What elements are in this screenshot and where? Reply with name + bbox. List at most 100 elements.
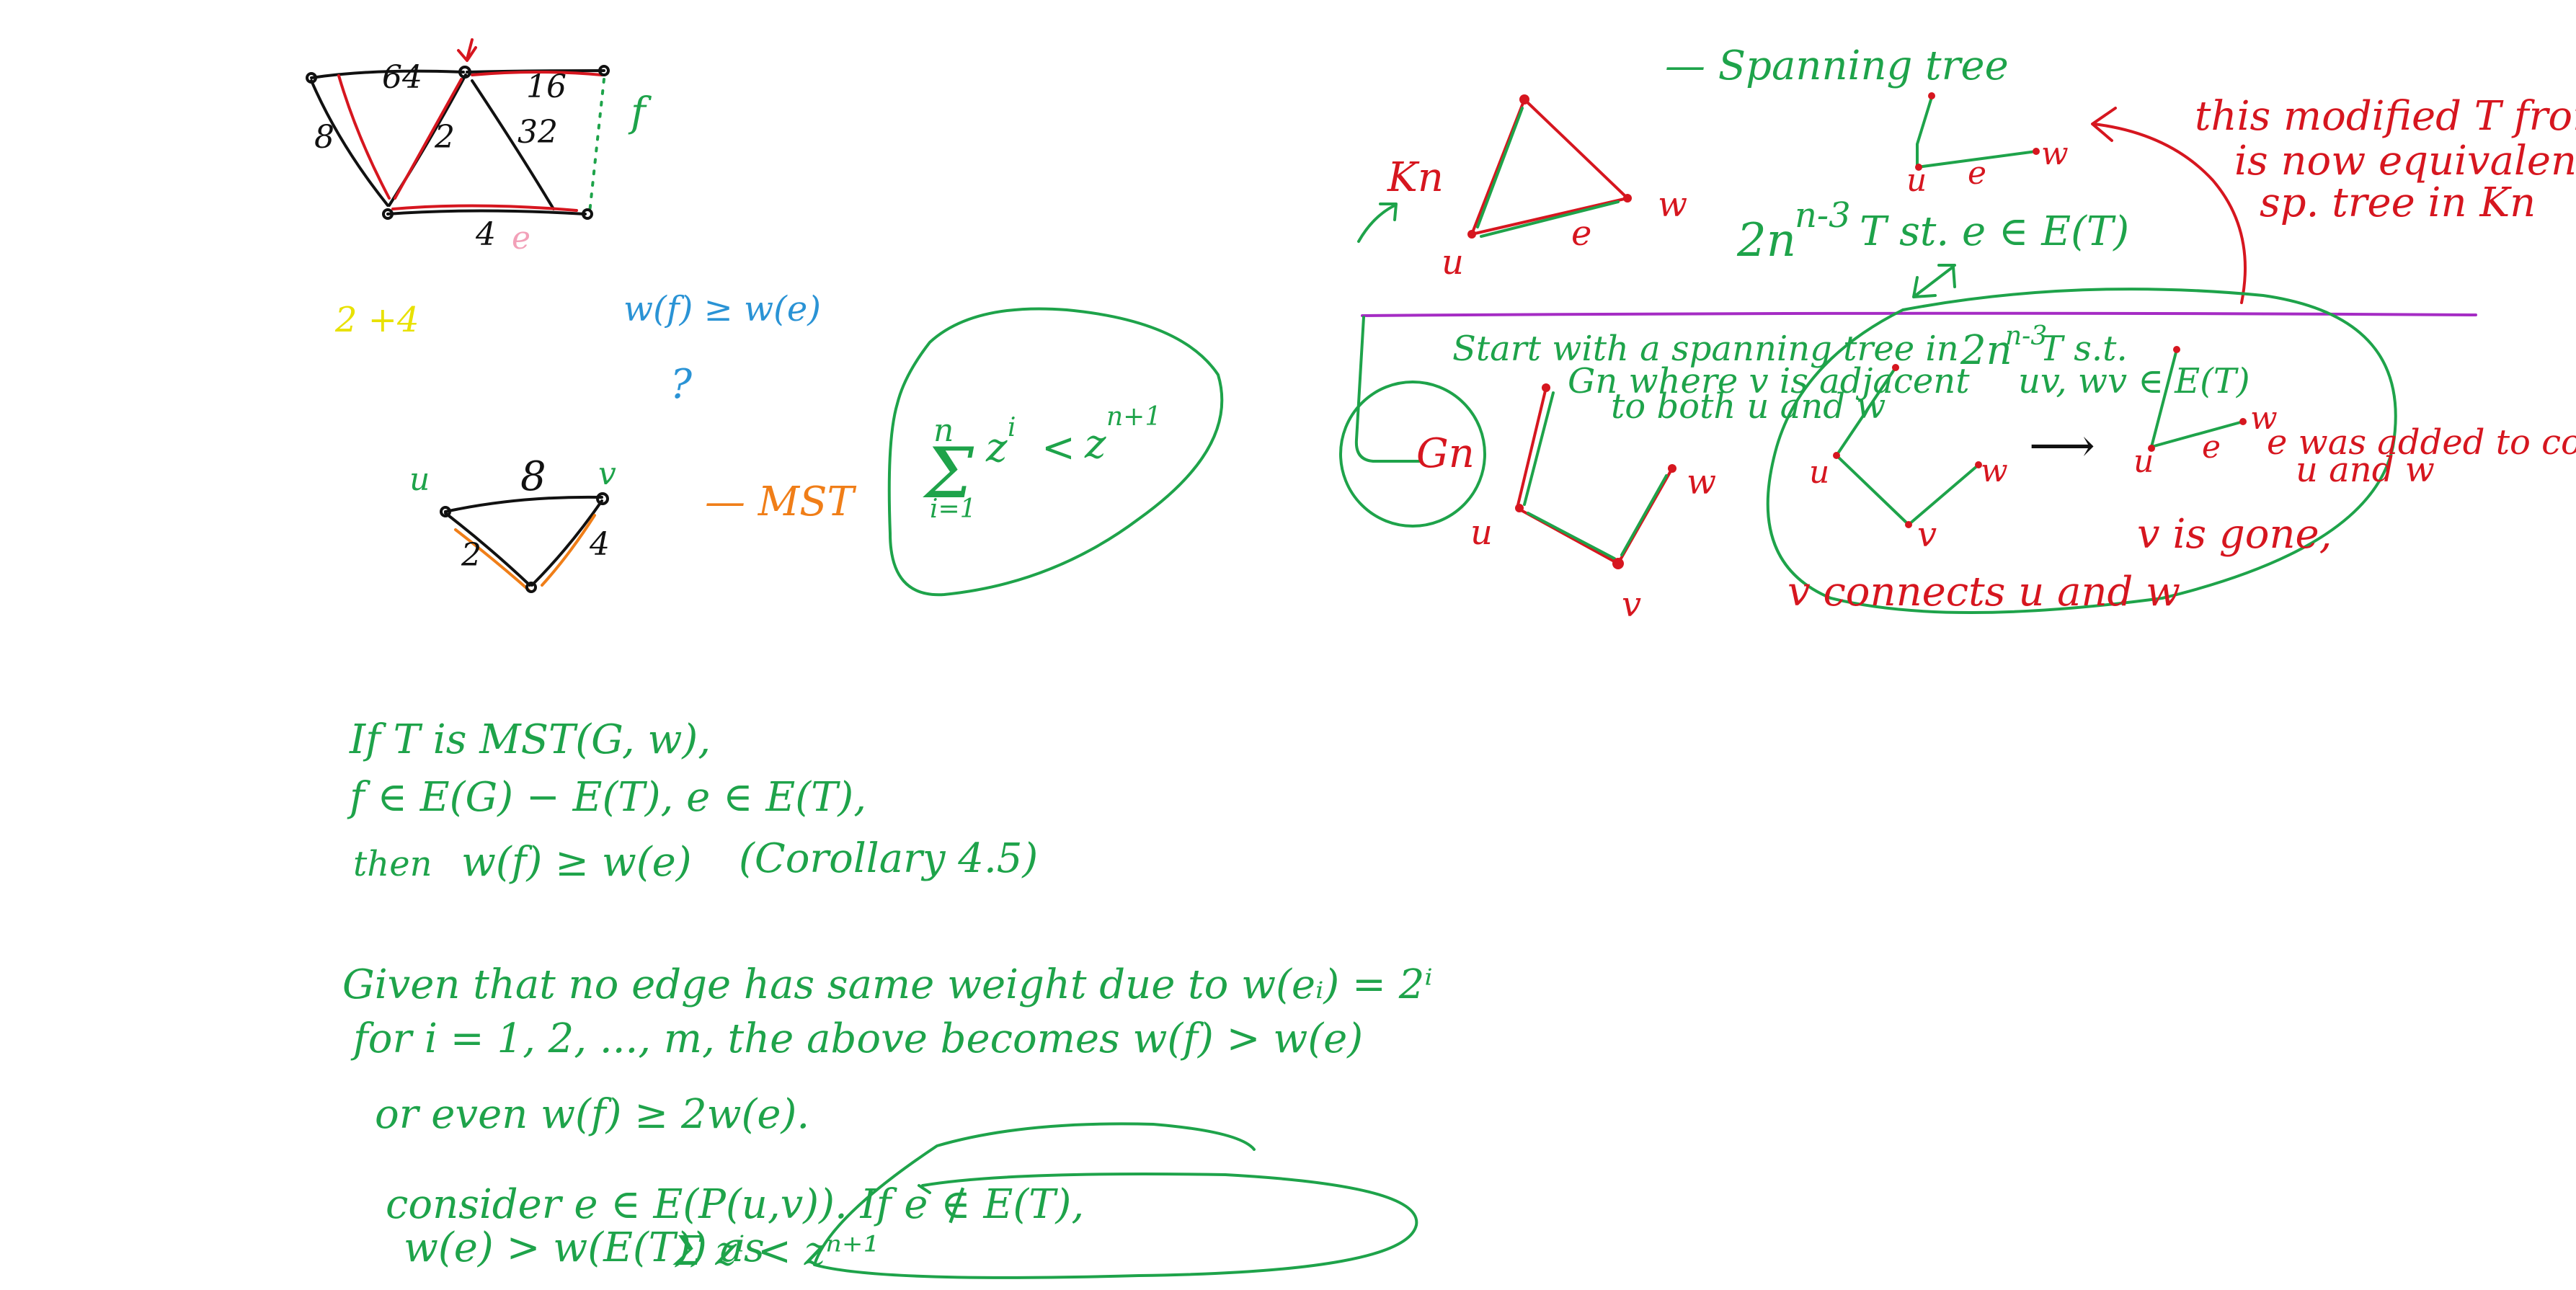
sum-upper-limit: n bbox=[933, 412, 954, 449]
proof-line-6: or even w(f) ≥ 2w(e). bbox=[375, 1091, 809, 1138]
gn-u-label: u bbox=[1470, 512, 1493, 553]
v-gone-label: v is gone, bbox=[2137, 511, 2332, 558]
weight-label: 16 bbox=[526, 68, 567, 105]
tree-w-label: w bbox=[1981, 453, 2008, 489]
count-base: 2n bbox=[1736, 214, 1796, 267]
vertex bbox=[1833, 452, 1840, 459]
vertex-u bbox=[440, 506, 451, 517]
vertex bbox=[1519, 94, 1529, 104]
less-than: < bbox=[1041, 424, 1075, 471]
vertex bbox=[2173, 346, 2180, 353]
result-u-label: u bbox=[2133, 443, 2154, 480]
weight-label: 2 bbox=[461, 537, 481, 574]
count-base: 2n bbox=[1960, 327, 2012, 374]
vertex bbox=[1668, 464, 1676, 473]
divider-line bbox=[1361, 311, 2477, 317]
sum-formula-bubble: n Σ i=1 z i < z n+1 bbox=[887, 307, 1224, 597]
start-line-1: Start with a spanning tree in bbox=[1452, 329, 1959, 369]
double-arrow-icon bbox=[1912, 264, 1956, 298]
kn-edge-green bbox=[1480, 200, 1620, 238]
kn-e-label: e bbox=[1571, 213, 1591, 254]
edge-f-dotted bbox=[588, 78, 605, 214]
edge-4 bbox=[386, 209, 587, 215]
proof-line-8: w(e) > w(E(T)) as bbox=[404, 1224, 765, 1271]
kn-edge-green bbox=[1476, 107, 1524, 228]
red-note-line-2: is now equivalent to a bbox=[2234, 138, 2576, 184]
edge-64 bbox=[310, 69, 465, 79]
graph-one: 64 16 8 2 32 4 e f bbox=[306, 38, 652, 257]
small-w-label: w bbox=[2041, 135, 2069, 172]
v-connects-label: v connects u and w bbox=[1787, 569, 2180, 615]
sum-term-exponent: i bbox=[1008, 413, 1016, 442]
red-note-line-1: this modified T from Gn bbox=[2195, 93, 2576, 140]
big-ellipse-outline bbox=[1766, 288, 2397, 614]
pointer-arrow-icon bbox=[457, 38, 477, 62]
kn-triangle bbox=[1470, 98, 1629, 236]
e-added-line-2: u and w bbox=[2296, 450, 2435, 490]
proof-inequality: w(f) ≥ w(e) bbox=[461, 839, 692, 886]
edge-8-red bbox=[337, 74, 391, 200]
tree-u-label: u bbox=[1809, 454, 1829, 491]
ellipse-tree bbox=[1835, 366, 1980, 526]
start-line-2: Gn where v is adjacent bbox=[1568, 361, 1970, 401]
rhs-exponent: n+1 bbox=[1106, 402, 1161, 432]
kn-section: — Spanning tree Kn u w e u e w 2n n-3 T … bbox=[1357, 43, 2576, 304]
weight-label: 64 bbox=[382, 59, 422, 96]
gn-label: Gn bbox=[1416, 430, 1475, 477]
proof-line-7: consider e ∈ E(P(u,v)). If e ∉ E(T), bbox=[386, 1181, 1084, 1228]
small-tree bbox=[1916, 96, 2038, 169]
edge-4-red bbox=[391, 204, 578, 212]
vertex bbox=[1623, 194, 1632, 203]
arrow-icon bbox=[1357, 203, 1398, 243]
vertex bbox=[1467, 230, 1476, 239]
vertex bbox=[1892, 364, 1899, 371]
count-rest: T s.t. bbox=[2040, 329, 2128, 369]
edge-2-orange bbox=[454, 528, 531, 592]
edge-8 bbox=[310, 79, 389, 207]
sum-term: z bbox=[985, 424, 1008, 471]
gn-section: Gn Start with a spanning tree in Gn wher… bbox=[1339, 288, 2576, 625]
vertex bbox=[1542, 383, 1550, 392]
kn-w-label: w bbox=[1658, 184, 1687, 225]
red-note-line-3: sp. tree in Kn bbox=[2260, 179, 2536, 226]
gn-circle bbox=[1339, 381, 1486, 528]
edge-e-label: e bbox=[512, 220, 530, 257]
rhs-base: z bbox=[1084, 421, 1106, 468]
vertex bbox=[598, 65, 610, 76]
count-exponent: n-3 bbox=[1795, 195, 1851, 236]
kn-u-label: u bbox=[1442, 242, 1464, 283]
vertex bbox=[306, 72, 317, 84]
vertex bbox=[2239, 418, 2247, 425]
small-u-label: u bbox=[1906, 162, 1927, 199]
result-e-label: e bbox=[2202, 429, 2221, 466]
proof-then: then bbox=[353, 844, 432, 884]
edge-2-red bbox=[394, 78, 463, 200]
tree-v-label: v bbox=[1917, 515, 1937, 555]
weight-label: 8 bbox=[520, 453, 546, 500]
graph-two: u v 8 2 4 — MST bbox=[409, 453, 857, 593]
small-e-label: e bbox=[1968, 155, 1986, 192]
weight-label: 4 bbox=[475, 216, 496, 253]
yellow-sum-note: 2 +4 bbox=[334, 300, 419, 340]
spanning-tree-label: — Spanning tree bbox=[1665, 43, 2009, 89]
proof-text: If T is MST(G, w), f ∈ E(G) − E(T), e ∈ … bbox=[342, 716, 1433, 1279]
start-line-3: to both u and w bbox=[1611, 386, 1886, 427]
vertex bbox=[1612, 558, 1624, 569]
sum-lower-limit: i=1 bbox=[930, 494, 977, 524]
weight-label: 32 bbox=[518, 114, 558, 151]
vertex bbox=[1515, 504, 1524, 512]
result-w-label: w bbox=[2250, 400, 2278, 437]
transform-arrow-icon: ⟶ bbox=[2029, 419, 2095, 473]
vertex bbox=[2033, 148, 2040, 155]
kn-label: Kn bbox=[1387, 154, 1444, 201]
edge-f-label: f bbox=[628, 89, 652, 136]
proof-line-2: f ∈ E(G) − E(T), e ∈ E(T), bbox=[347, 774, 866, 821]
weight-label: 8 bbox=[314, 119, 334, 156]
edge-32 bbox=[471, 79, 555, 210]
question-mark: ? bbox=[670, 361, 693, 408]
scribble-loop bbox=[813, 1122, 1418, 1279]
vertex-u-label: u bbox=[409, 461, 430, 498]
vertex bbox=[1975, 461, 1982, 468]
count-rest: T st. e ∈ E(T) bbox=[1860, 208, 2129, 255]
